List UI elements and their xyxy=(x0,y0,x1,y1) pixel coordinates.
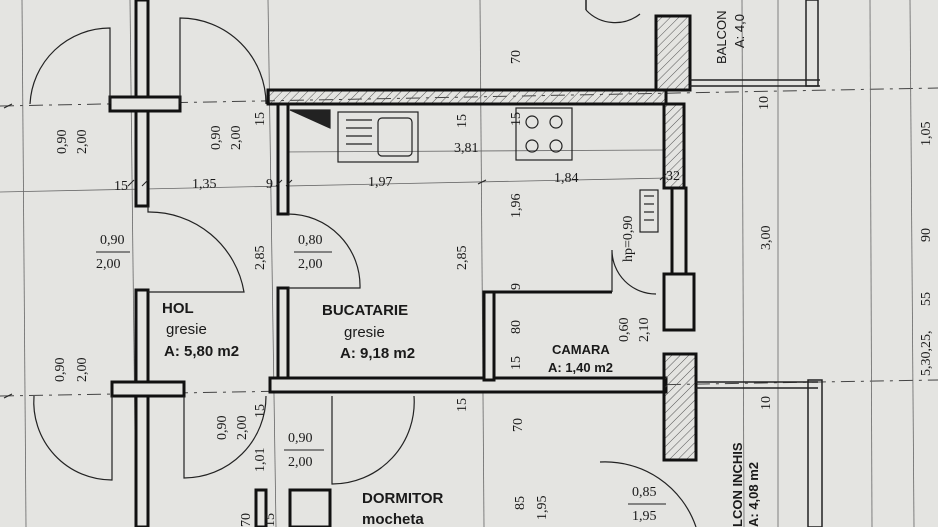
bucatarie-name: BUCATARIE xyxy=(322,302,408,319)
dim-10-top: 10 xyxy=(757,96,772,110)
dormitor-name: DORMITOR xyxy=(362,490,444,507)
sink-counter xyxy=(337,111,419,163)
door-dormitor-width: 0,90 xyxy=(288,431,313,446)
dim-3-81: 3,81 xyxy=(454,141,479,156)
kitchen-fixtures xyxy=(289,107,659,233)
dim-1-97: 1,97 xyxy=(368,175,393,190)
door-hol-entry-height: 2,00 xyxy=(96,257,121,272)
door-top-mid-height: 2,00 xyxy=(229,126,244,151)
dim-5-30-25: 5,30,25, xyxy=(919,331,934,377)
dim-15-k1: 15 xyxy=(455,114,470,128)
dim-55: 55 xyxy=(919,292,934,306)
door-hol-entry-width: 0,90 xyxy=(100,233,125,248)
balcon-top-name: BALCON xyxy=(714,11,729,64)
dim-90: 90 xyxy=(919,228,934,242)
dim-32: 32 xyxy=(666,169,680,184)
dim-70-top: 70 xyxy=(509,50,524,64)
dim-1-95: 1,95 xyxy=(535,496,550,521)
dim-2-85-mid: 2,85 xyxy=(455,246,470,271)
dim-15-left: 15 xyxy=(114,179,128,194)
dim-15-lowmid: 15 xyxy=(253,404,268,418)
dim-10-low: 10 xyxy=(759,396,774,410)
dim-1-96: 1,96 xyxy=(509,194,524,219)
balcon-inchis-name: LCON INCHIS xyxy=(730,442,745,527)
camara-vent-label: hp=0,90 xyxy=(621,216,636,262)
door-balcon-height: 1,95 xyxy=(632,509,657,524)
door-camara-height: 2,10 xyxy=(637,318,652,343)
room-labels: HOL gresie A: 5,80 m2 BUCATARIE gresie A… xyxy=(162,11,761,527)
dim-15-k2: 15 xyxy=(509,112,524,126)
dim-15-low: 15 xyxy=(455,398,470,412)
camara-name: CAMARA xyxy=(552,342,610,357)
balcon-top-area: A: 4,0 xyxy=(732,14,747,48)
dim-80: 80 xyxy=(509,320,524,334)
construction-lines xyxy=(0,0,915,527)
dim-9-mid: 9 xyxy=(509,283,524,290)
dim-85: 85 xyxy=(513,496,528,510)
door-balcon-width: 0,85 xyxy=(632,485,657,500)
dim-1-05: 1,05 xyxy=(919,122,934,147)
sink-basin xyxy=(377,117,413,157)
balcon-inchis-area: A: 4,08 m2 xyxy=(746,462,761,527)
door-top-left-width: 0,90 xyxy=(55,130,70,155)
door-kitchen-height: 2,00 xyxy=(298,257,323,272)
bucatarie-area: A: 9,18 m2 xyxy=(340,345,415,362)
door-labels: 0,90 2,00 0,90 2,00 0,90 2,00 0,80 2,00 … xyxy=(53,126,666,524)
balcony-rails xyxy=(585,0,823,527)
door-left-lower-height: 2,00 xyxy=(75,358,90,383)
door-top-left-height: 2,00 xyxy=(75,130,90,155)
door-mid-lower-width: 0,90 xyxy=(215,416,230,441)
hol-area: A: 5,80 m2 xyxy=(164,343,239,360)
door-top-mid-width: 0,90 xyxy=(209,126,224,151)
dim-70-bottom: 70 xyxy=(239,513,254,527)
door-kitchen-width: 0,80 xyxy=(298,233,323,248)
dim-15-top: 15 xyxy=(253,112,268,126)
vent-grille xyxy=(639,189,659,233)
stove xyxy=(515,107,573,161)
camara-area: A: 1,40 m2 xyxy=(548,360,613,375)
dim-1-35: 1,35 xyxy=(192,177,217,192)
door-left-lower-width: 0,90 xyxy=(53,358,68,383)
walls xyxy=(108,0,698,527)
dim-15-mid: 15 xyxy=(509,356,524,370)
dim-3-00: 3,00 xyxy=(759,226,774,251)
dimension-labels: 15 1,35 9 1,97 1,84 32 3,81 15 15 15 70 … xyxy=(114,50,934,527)
dim-70-low: 70 xyxy=(511,418,526,432)
door-camara-width: 0,60 xyxy=(617,318,632,343)
dim-1-84: 1,84 xyxy=(554,171,579,186)
dim-15-lowleft: 15 xyxy=(263,513,278,527)
dormitor-floor: mocheta xyxy=(362,511,424,527)
hol-name: HOL xyxy=(162,300,194,317)
hol-floor: gresie xyxy=(166,321,207,338)
dim-1-01: 1,01 xyxy=(253,448,268,473)
dim-9-top: 9 xyxy=(266,177,273,192)
dim-2-85-left: 2,85 xyxy=(253,246,268,271)
door-swings xyxy=(29,9,697,527)
dimension-ticks xyxy=(3,103,667,399)
bucatarie-floor: gresie xyxy=(344,324,385,341)
door-mid-lower-height: 2,00 xyxy=(235,416,250,441)
door-dormitor-height: 2,00 xyxy=(288,455,313,470)
